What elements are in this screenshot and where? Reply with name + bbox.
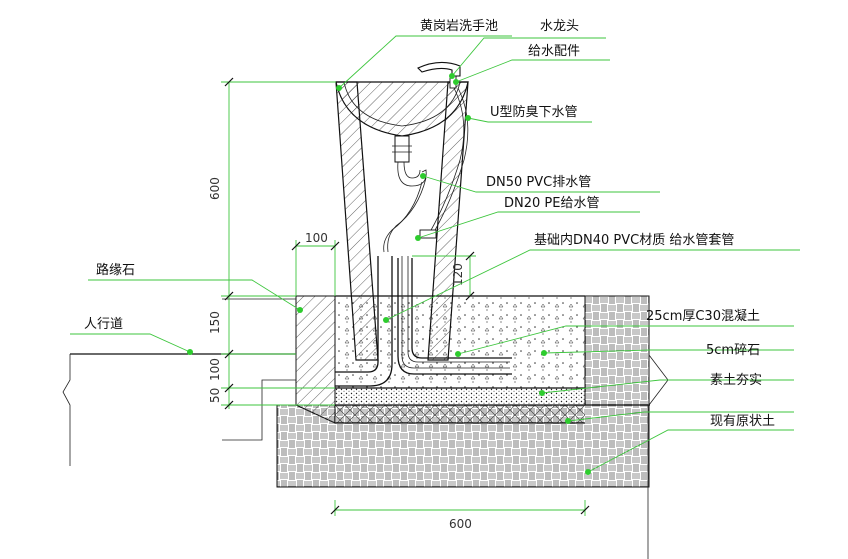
dim-layer-50: 50 (208, 388, 222, 403)
dn40-sleeve (397, 258, 512, 375)
dim-top-width: 100 (305, 231, 328, 245)
dim-layer-150: 150 (208, 311, 222, 334)
supply-hose (429, 87, 465, 233)
compacted-soil-layer (335, 405, 585, 423)
dn50-drain-pipe (335, 256, 393, 387)
curb-stone (295, 295, 336, 424)
dim-layer-100: 100 (208, 358, 222, 381)
label-supply-pipe: DN20 PE给水管 (504, 196, 599, 211)
drain-fitting (394, 135, 410, 163)
leader-dots (187, 73, 591, 475)
label-concrete: 25cm厚C30混凝土 (646, 308, 760, 324)
label-u-trap: U型防臭下水管 (490, 104, 578, 120)
label-basin: 黄岗岩洗手池 (420, 19, 498, 34)
dim-height-600: 600 (208, 177, 222, 200)
leader-lines (70, 35, 800, 473)
label-sleeve: 基础内DN40 PVC材质 给水管套管 (534, 232, 734, 248)
dn20-supply-pipe (401, 256, 510, 369)
label-curb: 路缘石 (96, 262, 135, 278)
label-compacted-soil: 素土夯实 (710, 373, 762, 388)
label-drain-pipe: DN50 PVC排水管 (486, 175, 591, 190)
u-trap-pipe (397, 161, 427, 187)
gravel-layer (335, 388, 585, 405)
basin-pedestal (335, 61, 512, 387)
label-gravel: 5cm碎石 (706, 343, 760, 358)
label-faucet: 水龙头 (540, 19, 579, 34)
label-existing-soil: 现有原状土 (710, 414, 775, 429)
label-sidewalk: 人行道 (84, 317, 123, 332)
dimension-lines (221, 77, 590, 516)
dim-pipe-height: 120 (451, 263, 465, 286)
label-supply-fitting: 给水配件 (528, 44, 580, 59)
dim-bottom-width: 600 (449, 517, 472, 531)
